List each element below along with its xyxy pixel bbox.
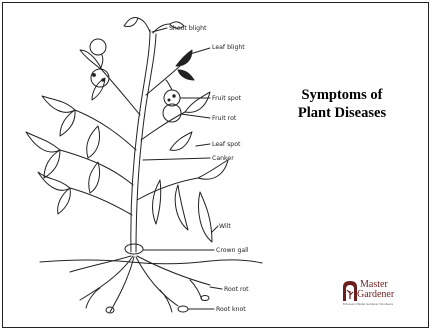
leaf: [44, 150, 60, 178]
leaf-blight-leaf: [178, 70, 194, 80]
label-crown-gall: Crown gall: [216, 247, 249, 254]
root-knot: [201, 296, 209, 301]
leaf: [58, 188, 71, 214]
root-knot: [178, 306, 188, 312]
leaf: [185, 92, 210, 112]
logo-text-line-2: Gardener: [357, 290, 394, 300]
label-leaf-blight: Leaf blight: [212, 44, 245, 51]
fruit: [90, 39, 106, 55]
root: [110, 257, 134, 312]
root: [137, 256, 210, 285]
leader-shoot-blight: [152, 28, 167, 32]
leaf: [198, 160, 228, 179]
leaf: [89, 162, 100, 193]
root: [136, 257, 178, 306]
leader-fruit-rot: [181, 114, 210, 118]
master-gardener-logo: Master Gardener Extension Master Gardene…: [341, 277, 401, 309]
label-shoot-blight: Shoot blight: [169, 25, 207, 32]
leaf: [26, 132, 60, 152]
leaf: [87, 126, 100, 158]
slide-title-line-1: Symptoms of: [282, 86, 402, 104]
logo-tagline: Extension Master Gardener Volunteers: [343, 303, 393, 306]
wilted-leaf: [175, 185, 188, 230]
leader-canker: [143, 158, 210, 160]
label-root-rot: Root rot: [224, 286, 249, 293]
leaf: [80, 50, 102, 70]
fruit: [91, 69, 109, 87]
wilted-leaf: [153, 180, 161, 224]
crown-gall: [125, 244, 143, 254]
slide-title-line-2: Plant Diseases: [282, 104, 402, 122]
leader-leaf-blight: [190, 48, 210, 54]
leaf: [60, 110, 75, 136]
wilted-leaf: [199, 192, 213, 242]
leader-root-rot: [210, 287, 222, 289]
label-leaf-spot: Leaf spot: [212, 141, 241, 148]
label-fruit-spot: Fruit spot: [212, 95, 242, 102]
label-wilt: Wilt: [219, 223, 231, 230]
leaf: [170, 132, 192, 150]
leaf: [38, 172, 70, 190]
leader-leaf-spot: [196, 144, 210, 146]
main-stem: [131, 30, 150, 252]
leaf: [42, 96, 75, 112]
label-canker: Canker: [212, 155, 234, 162]
leader-wilt: [212, 226, 218, 232]
label-root-knot: Root knot: [216, 306, 246, 313]
leaf-blight-leaf: [176, 50, 192, 66]
label-fruit-rot: Fruit rot: [212, 115, 237, 122]
